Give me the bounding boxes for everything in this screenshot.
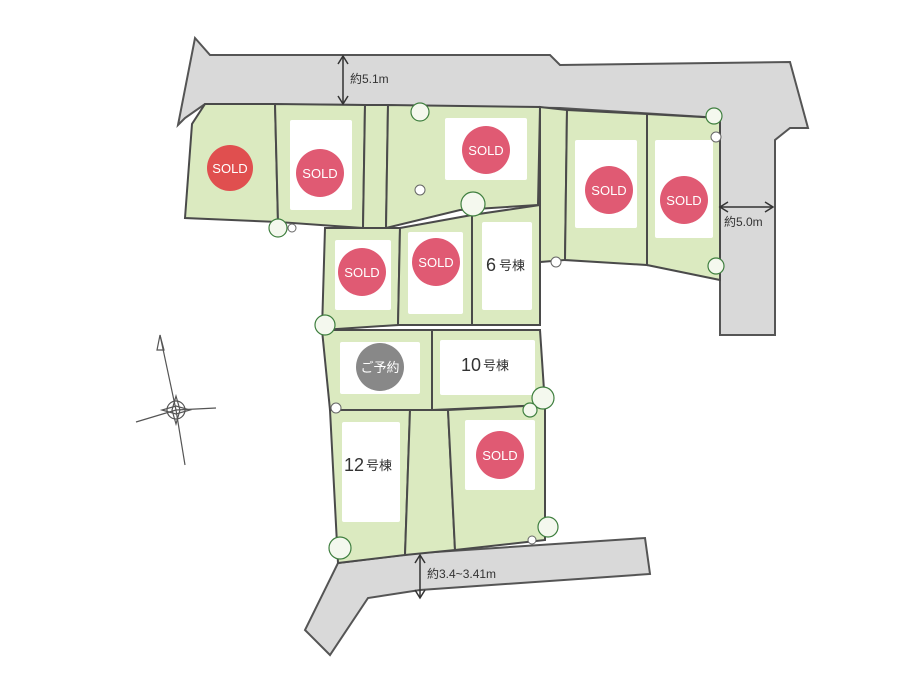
- lot-11-badge: SOLD: [476, 431, 524, 479]
- tree-icon: [537, 516, 559, 538]
- lot-5-badge: SOLD: [585, 166, 633, 214]
- lot-12-number: 12: [344, 455, 364, 475]
- lot-7-badge: SOLD: [338, 248, 386, 296]
- shrub-icon: [414, 184, 426, 196]
- lot-6-suffix: 号棟: [499, 258, 525, 273]
- dim-right-arrows: [718, 201, 775, 213]
- shrub-icon: [330, 402, 342, 414]
- lot-3-badge: SOLD: [462, 126, 510, 174]
- shrub-icon: [287, 223, 297, 233]
- tree-icon: [328, 536, 352, 560]
- lot-2-status: SOLD: [302, 166, 337, 181]
- tree-icon: [531, 386, 555, 410]
- lot-5b-badge-circle: [660, 176, 708, 224]
- lot-12-label: 12 号棟: [344, 455, 392, 475]
- lot-5-badge-circle: [585, 166, 633, 214]
- lot-8-badge-circle: [412, 238, 460, 286]
- lot-3-status: SOLD: [468, 143, 503, 158]
- lot-8-badge: SOLD: [412, 238, 460, 286]
- lot-9-status: ご予約: [360, 360, 399, 375]
- dimensions-layer: 約5.1m 約5.0m 約3.4~3.41m: [337, 54, 775, 600]
- lot-7-status: SOLD: [344, 265, 379, 280]
- lot-8-status: SOLD: [418, 255, 453, 270]
- lot-1-badge-circle: [207, 145, 253, 191]
- lot-10-number: 10: [461, 355, 481, 375]
- lot-9-badge-circle: [356, 343, 404, 391]
- shrub-icon: [527, 535, 537, 545]
- tree-icon: [705, 107, 723, 125]
- trees-layer: [268, 102, 725, 560]
- lot-6-label: 6 号棟: [486, 255, 525, 275]
- tree-icon: [314, 314, 336, 336]
- lot-2-badge: SOLD: [296, 149, 344, 197]
- lot-10-suffix: 号棟: [483, 358, 509, 373]
- road-width-bottom: 約3.4~3.41m: [427, 566, 496, 581]
- lot-12-suffix: 号棟: [366, 458, 392, 473]
- tree-icon: [707, 257, 725, 275]
- tree-icon: [268, 218, 288, 238]
- badges-layer: SOLD SOLD SOLD SOLD SOLD SOLD SOLD 6 号棟: [207, 126, 708, 479]
- dim-top-arrows: [337, 54, 349, 106]
- tree-icon: [522, 402, 538, 418]
- road-width-right: 約5.0m: [724, 214, 763, 229]
- tree-icon: [410, 102, 430, 122]
- lot-strip-a: [361, 104, 390, 229]
- dim-bottom-arrows: [414, 553, 426, 600]
- lot-3-badge-circle: [462, 126, 510, 174]
- lot-1-status: SOLD: [212, 161, 247, 176]
- road-width-top: 約5.1m: [350, 71, 389, 86]
- tree-icon: [460, 191, 486, 217]
- lot-strip-b: [403, 409, 457, 557]
- lot-5b-badge: SOLD: [660, 176, 708, 224]
- shrub-icon: [710, 131, 722, 143]
- lot-2-badge-circle: [296, 149, 344, 197]
- lot-1-badge: SOLD: [207, 145, 253, 191]
- road-top: [176, 35, 810, 336]
- lot-11-status: SOLD: [482, 448, 517, 463]
- compass-icon: [135, 334, 217, 466]
- lot-4-area: [539, 105, 569, 264]
- lot-11-badge-circle: [476, 431, 524, 479]
- lot-10-label: 10 号棟: [461, 355, 509, 375]
- lot-5-status: SOLD: [591, 183, 626, 198]
- lot-5b-status: SOLD: [666, 193, 701, 208]
- lot-6-number: 6: [486, 255, 496, 275]
- lot-7-badge-circle: [338, 248, 386, 296]
- shrub-icon: [550, 256, 562, 268]
- lot-9-badge: ご予約: [356, 343, 404, 391]
